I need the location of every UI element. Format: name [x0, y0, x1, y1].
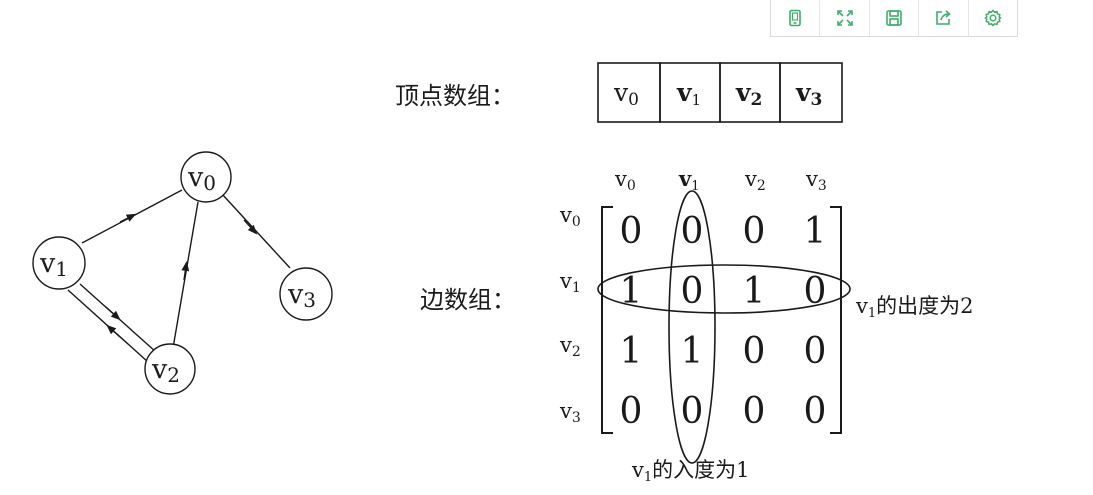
matrix-cell: 1	[681, 331, 704, 372]
col-header-2: v2	[744, 167, 766, 194]
matrix-cell: 1	[743, 271, 766, 312]
arrowhead-v2-v1	[106, 324, 121, 338]
vertex-cell-3	[779, 62, 843, 123]
matrix-cell: 0	[804, 331, 827, 372]
matrix-cell: 0	[620, 391, 643, 432]
edge-v0-v3	[221, 193, 291, 269]
matrix-cell: 0	[804, 391, 827, 432]
save-button[interactable]	[870, 0, 920, 36]
row-v1-highlight-ellipse	[597, 264, 851, 314]
row-header-2: v2	[559, 333, 581, 360]
edge-v2-v0	[172, 201, 199, 349]
matrix-bracket-left	[601, 206, 613, 434]
node-v3-label: v3	[287, 279, 316, 312]
vertex-array: 顶点数组： v0 v1 v2 v3	[395, 62, 843, 123]
node-v0	[180, 151, 232, 203]
matrix-cell: 0	[681, 391, 704, 432]
vertex-array-label: 顶点数组：	[395, 82, 515, 110]
fullscreen-button[interactable]	[820, 0, 870, 36]
node-v1	[32, 236, 86, 290]
vertex-cell-0-text: v0	[613, 78, 639, 110]
tablet-button[interactable]	[771, 0, 821, 36]
matrix-cell: 0	[681, 211, 704, 252]
share-icon	[936, 10, 952, 25]
matrix-cell: 0	[743, 391, 766, 432]
save-icon	[886, 10, 902, 26]
out-degree-annotation: v1的出度为2	[855, 294, 974, 321]
col-header-3: v3	[805, 167, 827, 194]
matrix-bracket-right	[830, 206, 842, 434]
edge-array: 边数组： v0 v1 v2 v3 v0 v1 v2 v3 0 0 0 1 1 0	[420, 166, 974, 485]
matrix-cell: 0	[620, 211, 643, 252]
vertex-cell-3-text: v3	[795, 78, 822, 110]
graph	[32, 151, 333, 395]
node-v3	[279, 267, 333, 321]
node-v0-label: v0	[187, 162, 216, 195]
arrowhead-v1-v0	[119, 213, 137, 223]
matrix-cell: 1	[804, 211, 827, 252]
matrix-cell: 0	[743, 211, 766, 252]
row-header-0: v0	[559, 203, 581, 230]
fullscreen-icon	[836, 10, 853, 26]
row-header-1: v1	[559, 269, 581, 296]
matrix-cell: 0	[804, 271, 827, 312]
vertex-cell-1-text: v1	[676, 78, 701, 109]
col-header-1: v1	[678, 166, 699, 194]
tablet-icon	[789, 9, 802, 27]
arrowhead-v1-v2	[105, 306, 121, 321]
matrix-cell: 1	[620, 271, 643, 312]
row-header-3: v3	[559, 399, 581, 426]
edge-array-label: 边数组：	[420, 286, 516, 314]
toolbar	[770, 0, 1018, 37]
node-v2	[144, 343, 196, 395]
settings-button[interactable]	[969, 0, 1017, 36]
node-v2-label: v2	[151, 354, 180, 387]
share-button[interactable]	[919, 0, 969, 36]
arrowhead-v0-v3	[243, 219, 258, 235]
edge-v2-v1	[67, 289, 149, 363]
arrowhead-v2-v0	[181, 261, 190, 281]
matrix-cell: 1	[620, 331, 643, 372]
vertex-cell-2-text: v2	[735, 78, 762, 110]
gear-icon	[984, 9, 1002, 27]
column-v1-highlight-ellipse	[668, 190, 716, 464]
col-header-0: v0	[614, 167, 636, 194]
matrix-cell: 0	[743, 331, 766, 372]
matrix-cell: 0	[681, 271, 704, 312]
in-degree-annotation: v1的入度为1	[631, 458, 750, 485]
node-v1-label: v1	[39, 248, 68, 281]
edge-v1-v2	[79, 283, 157, 353]
